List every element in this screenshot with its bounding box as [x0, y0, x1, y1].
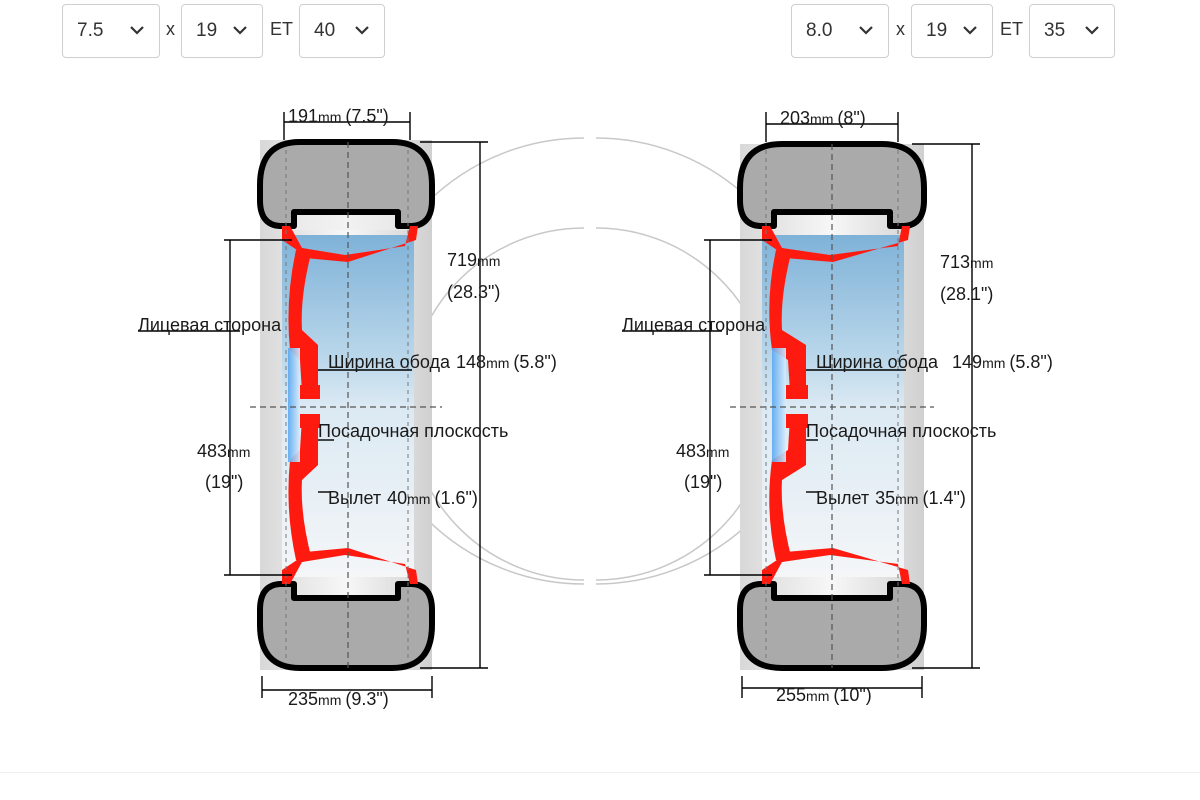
rim-profile [282, 226, 418, 584]
section-divider [0, 772, 1200, 773]
left-diameter-value: 19 [196, 20, 218, 41]
chevron-down-icon [130, 26, 144, 35]
size-separator: x [896, 19, 905, 39]
et-label: ET [1000, 19, 1024, 39]
chevron-down-icon [233, 26, 247, 35]
rim-diameter-inch-label: (19") [684, 472, 722, 492]
centerlines [730, 144, 934, 668]
rim-diameter-label: 483mm [197, 441, 250, 461]
left-diameter-select[interactable]: 19 [181, 4, 263, 58]
dimension-lines [138, 112, 488, 698]
tire-width-label: 235mm(9.3") [288, 689, 389, 709]
tire-bottom-section [257, 581, 435, 671]
dimension-lines [622, 112, 980, 698]
label-clip-left [582, 340, 592, 380]
chevron-down-icon [355, 26, 369, 35]
left-et-select[interactable]: 40 [299, 4, 385, 58]
tire-width-label: 255mm(10") [776, 685, 872, 705]
tire-top-section [257, 139, 435, 229]
left-width-select[interactable]: 7.5 [62, 4, 160, 58]
right-diameter-value: 19 [926, 20, 948, 41]
hub-bore [288, 348, 300, 462]
size-separator: x [166, 19, 175, 39]
label-clip-right [1068, 340, 1200, 380]
right-et-select[interactable]: 35 [1029, 4, 1115, 58]
outer-diameter-label: 713mm [940, 252, 993, 272]
right-wheel: 203mm(8") 255mm(10") 713mm (28.1") 483mm… [622, 108, 1053, 705]
face-side-label: Лицевая сторона [622, 315, 766, 335]
rim-diameter-inch-label: (19") [205, 472, 243, 492]
right-diameter-select[interactable]: 19 [911, 4, 993, 58]
left-et-value: 40 [314, 20, 336, 41]
right-et-value: 35 [1044, 20, 1066, 41]
chevron-down-icon [963, 26, 977, 35]
mounting-surface-label: Посадочная плоскость [318, 421, 508, 441]
outer-diameter-inch-label: (28.1") [940, 284, 993, 304]
right-width-select[interactable]: 8.0 [791, 4, 889, 58]
centerlines [250, 142, 442, 668]
outer-diameter-label: 719mm [447, 250, 500, 270]
face-side-label: Лицевая сторона [138, 315, 282, 335]
rim-diameter-label: 483mm [676, 441, 729, 461]
rim-flange-width-label: 203mm(8") [780, 108, 866, 128]
right-width-value: 8.0 [806, 20, 833, 41]
left-width-value: 7.5 [77, 20, 104, 41]
outer-diameter-inch-label: (28.3") [447, 282, 500, 302]
hub-bore [772, 348, 786, 462]
rim-flange-width-label: 191mm(7.5") [288, 106, 389, 126]
chevron-down-icon [1085, 26, 1099, 35]
chevron-down-icon [859, 26, 873, 35]
et-label: ET [270, 19, 294, 39]
mounting-surface-label: Посадочная плоскость [806, 421, 996, 441]
rim-profile [762, 226, 910, 584]
left-wheel: 191mm(7.5") 235mm(9.3") 719mm (28.3") 48… [138, 106, 557, 709]
